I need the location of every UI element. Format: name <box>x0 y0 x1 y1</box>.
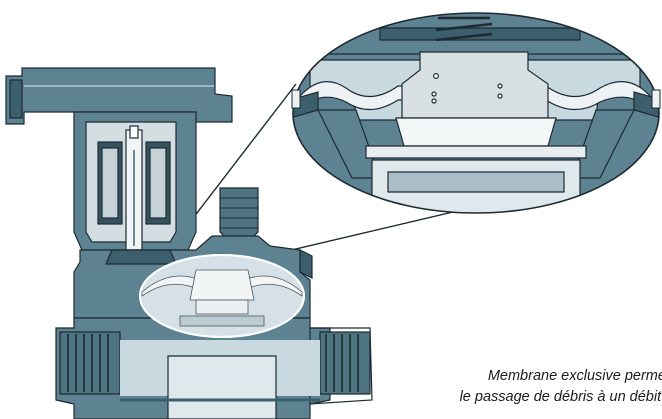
caption-line-2: le passage de débris à un débit tr <box>459 389 662 405</box>
caption: Membrane exclusive permett le passage de… <box>384 366 662 408</box>
diaphragm-zoom-callout <box>291 12 661 214</box>
diaphragm-highlight <box>139 254 305 338</box>
caption-line-1: Membrane exclusive permett <box>487 368 662 384</box>
